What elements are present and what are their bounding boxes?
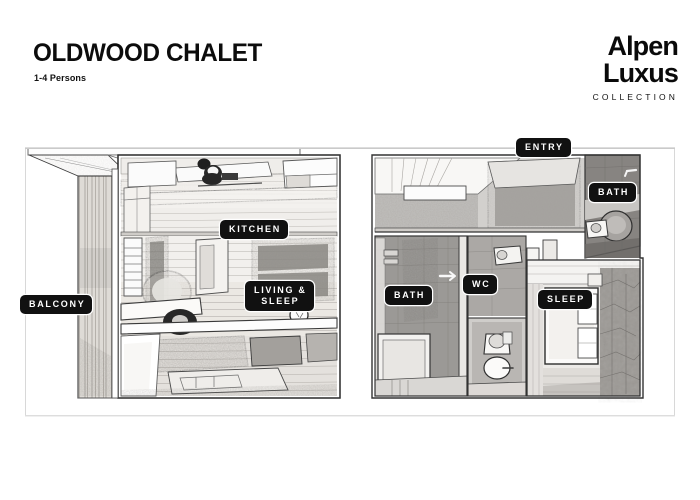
room-label-sleep[interactable]: SLEEP [538,290,593,309]
room-living-sleep [120,235,338,397]
room-label-entry[interactable]: ENTRY [516,138,571,157]
floorplan-drawing: ENTRY BATH KITCHEN LIVING & SLEEP BATH W… [0,128,700,418]
room-bath-upper [584,154,641,259]
room-sleep [526,259,641,397]
room-bath-main [374,235,469,397]
room-label-bath-main[interactable]: BATH [385,286,433,305]
brand-line-2: Luxus [602,58,679,89]
brand-logo: Alpen Luxus COLLECTION [548,31,679,103]
brand-line-1: Alpen [607,31,678,61]
room-label-living-sleep[interactable]: LIVING & SLEEP [245,281,314,312]
header: OLDWOOD CHALET 1-4 Persons Alpen Luxus C… [0,0,700,125]
room-label-balcony[interactable]: BALCONY [20,295,93,314]
room-entry [374,157,586,233]
page-title: OLDWOOD CHALET [33,39,262,67]
page-subtitle: 1-4 Persons [34,73,87,83]
brand-subtitle: COLLECTION [592,92,678,103]
room-label-kitchen[interactable]: KITCHEN [220,220,288,239]
floorplan-svg [25,147,675,417]
room-label-bath-upper[interactable]: BATH [589,183,637,202]
room-wc [467,235,558,397]
room-label-wc[interactable]: WC [463,275,498,294]
